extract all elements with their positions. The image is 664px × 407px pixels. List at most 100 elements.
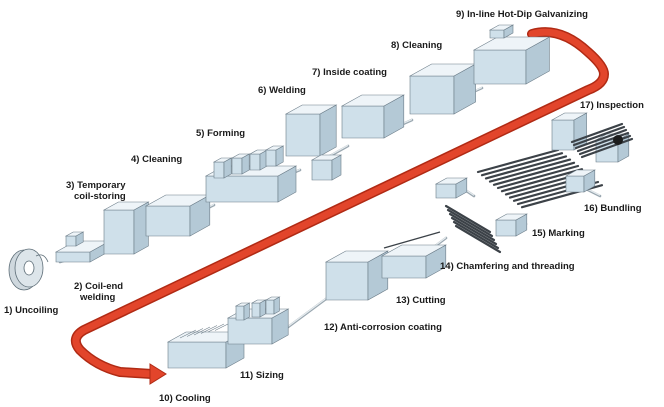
block-face-top: [564, 169, 596, 177]
block-face-front: [341, 105, 385, 139]
machine-marking: [476, 148, 604, 209]
step-label-line: 4) Cleaning: [131, 154, 182, 165]
step-label-line: 14) Chamfering and threading: [440, 261, 575, 272]
step-label-line: 8) Cleaning: [391, 40, 442, 51]
chamfer-unit-a: [434, 177, 468, 199]
block-face-top: [310, 154, 343, 161]
pipe-highlight: [329, 144, 349, 156]
step-label-line: coil-storing: [74, 191, 126, 202]
pipe-piece: [454, 224, 502, 254]
pipe-piece: [444, 204, 492, 234]
bundling-unit: [564, 169, 596, 193]
machine-inside-coating: [340, 94, 405, 139]
forming-stand: [264, 145, 285, 167]
machine-forming: [204, 145, 298, 203]
block-face-top: [64, 231, 85, 237]
step-label-cleaning-2: 8) Cleaning: [391, 40, 442, 51]
block-face-front: [65, 235, 77, 247]
galvanizing-hood: [488, 24, 515, 39]
block-face-front: [235, 305, 245, 321]
block-face-front: [55, 251, 91, 263]
welding-machine: [284, 104, 338, 157]
machine-uncoiling: [8, 248, 49, 291]
block-face-front: [409, 75, 455, 115]
machine-cleaning-2: [408, 63, 477, 115]
block-face-front: [565, 175, 585, 193]
step-label-cooling: 10) Cooling: [159, 393, 211, 404]
block-face-front: [167, 341, 227, 369]
block-face-top: [488, 24, 515, 31]
cutting-table: [380, 244, 447, 279]
step-label-inspection: 17) Inspection: [580, 100, 644, 111]
block-face-front: [103, 209, 135, 255]
pipe-piece: [492, 161, 576, 186]
step-label-welding: 6) Welding: [258, 85, 306, 96]
pipe-bundle-end: [613, 135, 623, 145]
block-face-front: [231, 157, 243, 175]
inside-coating-unit: [340, 94, 405, 139]
block-face-front: [325, 261, 369, 301]
block-face-front: [381, 255, 427, 279]
cleaning-tank-2: [408, 63, 477, 115]
step-label-line: welding: [79, 292, 116, 303]
block-face-front: [227, 317, 273, 345]
block-face-top: [494, 213, 528, 221]
machine-inspection: [550, 112, 634, 163]
block-face-top: [284, 104, 338, 115]
pipe-piece: [572, 125, 626, 147]
pipe-piece: [450, 216, 498, 246]
step-label-line: 15) Marking: [532, 228, 585, 239]
machine-welding: [284, 104, 343, 181]
block-face-top: [212, 157, 233, 163]
step-label-marking: 15) Marking: [532, 228, 585, 239]
cooling-rib: [193, 326, 211, 336]
machine-temporary-coil-storing: [102, 201, 150, 255]
step-label-line: 5) Forming: [196, 128, 245, 139]
block-face-front: [435, 183, 457, 199]
machine-bundling: [564, 169, 596, 193]
step-label-line: 11) Sizing: [240, 370, 284, 381]
block-face-top: [434, 177, 468, 185]
block-face-top: [380, 244, 447, 257]
welding-table: [54, 240, 111, 263]
step-label-line: 12) Anti-corrosion coating: [324, 322, 442, 333]
block-face-front: [473, 49, 527, 85]
flow-arrow-layer: [70, 27, 609, 385]
machine-layer: [8, 24, 634, 369]
step-label-hot-dip-galvanizing: 9) In-line Hot-Dip Galvanizing: [456, 9, 588, 20]
flow-arrow-head: [149, 363, 167, 385]
pipe-piece: [488, 158, 572, 183]
anti-corrosion-unit: [324, 250, 389, 301]
step-label-bundling: 16) Bundling: [584, 203, 642, 214]
pipe-piece: [570, 122, 624, 144]
block-face-front: [495, 219, 517, 237]
machine-chamfering-threading: [434, 177, 528, 254]
welding-control: [310, 154, 343, 181]
machine-sizing: [226, 296, 290, 345]
block-face-top: [340, 94, 405, 107]
sizing-stand: [250, 299, 267, 318]
cooling-rib: [186, 328, 204, 337]
step-label-line: 1) Uncoiling: [4, 305, 59, 316]
pipe-piece: [480, 152, 564, 177]
step-label-line: 6) Welding: [258, 85, 306, 96]
block-face-front: [251, 302, 261, 318]
cooling-rib: [200, 325, 218, 334]
block-face-top: [472, 36, 551, 51]
flow-arrow: [72, 28, 608, 378]
block-face-front: [249, 153, 261, 171]
step-label-line: 16) Bundling: [584, 203, 642, 214]
forming-stand: [248, 149, 269, 171]
block-face-top: [550, 112, 588, 121]
machine-cooling: [166, 322, 246, 369]
block-face-top: [264, 145, 285, 151]
block-face-front: [489, 29, 505, 39]
step-label-cleaning-1: 4) Cleaning: [131, 154, 182, 165]
block-face-front: [205, 175, 279, 203]
sizing-stand: [234, 302, 251, 321]
pipe-piece: [446, 208, 494, 238]
welding-head: [64, 231, 85, 247]
block-face-top: [234, 302, 251, 307]
